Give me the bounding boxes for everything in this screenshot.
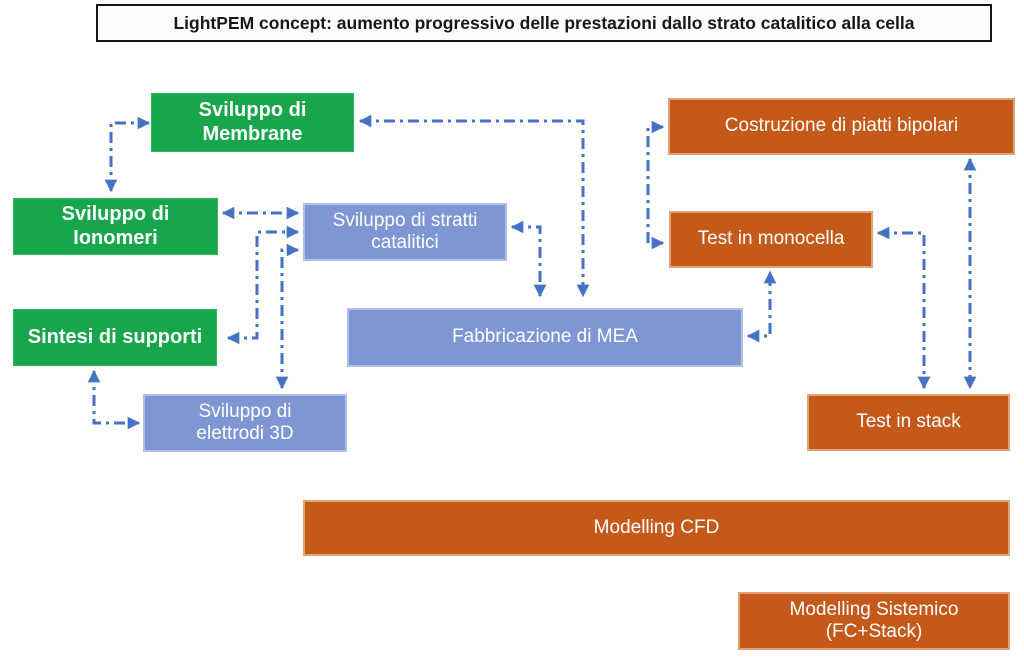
node-label-elettrodi-3d: Sviluppo di elettrodi 3D — [196, 400, 294, 444]
node-label-sintesi-supporti: Sintesi di supporti — [27, 325, 203, 348]
node-test-monocella: Test in monocella — [669, 211, 873, 268]
node-label-modelling-cfd: Modelling CFD — [593, 516, 720, 538]
title-text: LightPEM concept: aumento progressivo de… — [173, 12, 915, 33]
node-label-sviluppo-ionomeri: Sviluppo di Ionomeri — [61, 202, 170, 249]
node-elettrodi-3d: Sviluppo di elettrodi 3D — [143, 394, 347, 452]
node-label-sviluppo-membrane: Sviluppo di Membrane — [198, 98, 307, 145]
node-modelling-cfd: Modelling CFD — [303, 500, 1010, 556]
node-label-test-monocella: Test in monocella — [697, 228, 845, 250]
node-label-test-stack: Test in stack — [856, 411, 961, 433]
node-sviluppo-membrane: Sviluppo di Membrane — [151, 93, 354, 152]
node-piatti-bipolari: Costruzione di piatti bipolari — [668, 98, 1015, 155]
node-sintesi-supporti: Sintesi di supporti — [13, 309, 217, 366]
connector-supporti-stratti — [226, 225, 300, 345]
node-sviluppo-ionomeri: Sviluppo di Ionomeri — [13, 198, 218, 255]
node-test-stack: Test in stack — [807, 394, 1010, 451]
node-fabbricazione-mea: Fabbricazione di MEA — [347, 308, 743, 367]
node-label-fabbricazione-mea: Fabbricazione di MEA — [452, 326, 638, 348]
node-stratti-catalitici: Sviluppo di stratti catalitici — [303, 203, 507, 261]
title-box: LightPEM concept: aumento progressivo de… — [96, 4, 992, 42]
node-modelling-sistemico: Modelling Sistemico (FC+Stack) — [738, 592, 1010, 650]
node-label-stratti-catalitici: Sviluppo di stratti catalitici — [332, 209, 478, 253]
node-label-piatti-bipolari: Costruzione di piatti bipolari — [724, 115, 959, 137]
node-label-modelling-sistemico: Modelling Sistemico (FC+Stack) — [789, 598, 959, 642]
